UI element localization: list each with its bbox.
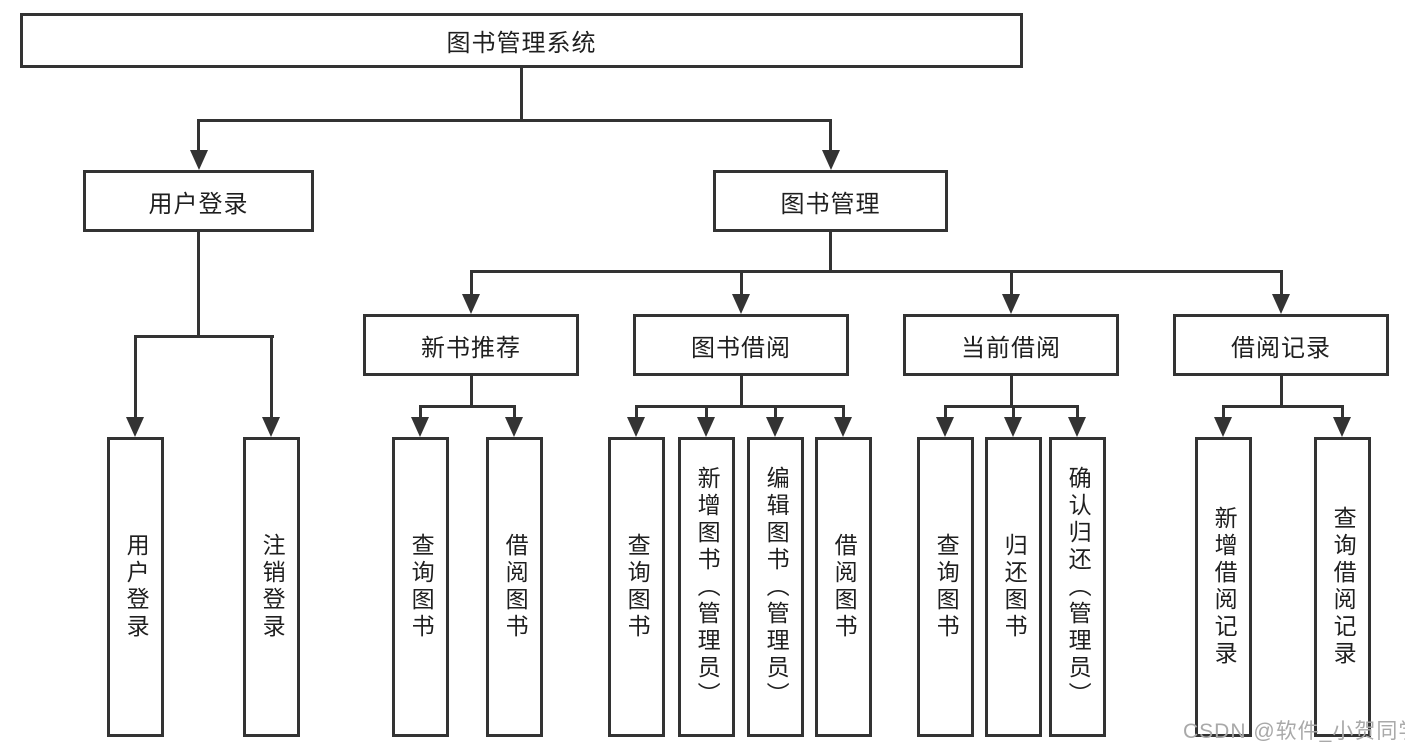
node-label: 图书借阅 bbox=[691, 334, 791, 362]
connector-line bbox=[134, 335, 274, 338]
arrow-down-icon bbox=[627, 417, 645, 437]
leaf-borrow-books: 借阅图书 bbox=[815, 437, 872, 737]
node-label: 新书推荐 bbox=[421, 334, 521, 362]
arrow-down-icon bbox=[697, 417, 715, 437]
leaf-return-books: 归还图书 bbox=[985, 437, 1042, 737]
connector-line bbox=[1010, 376, 1013, 408]
leaf-label: 借阅图书 bbox=[502, 533, 529, 641]
node-current-borrow: 当前借阅 bbox=[903, 314, 1119, 376]
node-root-label: 图书管理系统 bbox=[446, 30, 597, 57]
connector-line bbox=[197, 119, 832, 122]
connector-line bbox=[829, 232, 832, 273]
leaf-label: 用户登录 bbox=[123, 533, 150, 641]
arrow-down-icon bbox=[1068, 417, 1086, 437]
leaf-label: 新增图书（管理员） bbox=[694, 465, 721, 709]
connector-line bbox=[740, 270, 743, 296]
node-label: 图书管理 bbox=[780, 190, 881, 218]
arrow-down-icon bbox=[1002, 294, 1020, 314]
leaf-user-login: 用户登录 bbox=[107, 437, 164, 737]
leaf-label: 归还图书 bbox=[1001, 533, 1028, 641]
arrow-down-icon bbox=[1214, 417, 1232, 437]
leaf-label: 查询图书 bbox=[933, 533, 960, 641]
connector-line bbox=[635, 405, 638, 421]
leaf-query-borrow-record: 查询借阅记录 bbox=[1314, 437, 1371, 737]
connector-line bbox=[520, 68, 523, 122]
connector-line bbox=[419, 405, 516, 408]
node-borrow-records: 借阅记录 bbox=[1173, 314, 1389, 376]
connector-line bbox=[270, 335, 273, 421]
arrow-down-icon bbox=[834, 417, 852, 437]
connector-line bbox=[1222, 405, 1344, 408]
arrow-down-icon bbox=[462, 294, 480, 314]
arrow-down-icon bbox=[766, 417, 784, 437]
node-book-management: 图书管理 bbox=[713, 170, 948, 232]
leaf-label: 查询图书 bbox=[408, 533, 435, 641]
node-label: 用户登录 bbox=[148, 190, 249, 218]
arrow-down-icon bbox=[1004, 417, 1022, 437]
leaf-label: 查询图书 bbox=[624, 533, 651, 641]
connector-line bbox=[944, 405, 947, 421]
arrow-down-icon bbox=[1272, 294, 1290, 314]
arrow-down-icon bbox=[262, 417, 280, 437]
node-new-book-recommend: 新书推荐 bbox=[363, 314, 579, 376]
connector-line bbox=[1012, 405, 1015, 421]
leaf-confirm-return-admin: 确认归还（管理员） bbox=[1049, 437, 1106, 737]
node-root: 图书管理系统 bbox=[20, 13, 1023, 68]
leaf-label: 注销登录 bbox=[259, 533, 286, 641]
connector-line bbox=[842, 405, 845, 421]
leaf-query-books-current: 查询图书 bbox=[917, 437, 974, 737]
connector-line bbox=[513, 405, 516, 421]
connector-line bbox=[829, 119, 832, 155]
connector-line bbox=[1222, 405, 1225, 421]
connector-line bbox=[705, 405, 708, 421]
leaf-label: 查询借阅记录 bbox=[1330, 506, 1357, 668]
connector-line bbox=[470, 376, 473, 408]
connector-line bbox=[1010, 270, 1013, 296]
node-book-borrow: 图书借阅 bbox=[633, 314, 849, 376]
arrow-down-icon bbox=[126, 417, 144, 437]
leaf-add-books-admin: 新增图书（管理员） bbox=[678, 437, 735, 737]
connector-line bbox=[197, 232, 200, 338]
arrow-down-icon bbox=[1333, 417, 1351, 437]
node-user-login: 用户登录 bbox=[83, 170, 314, 232]
leaf-add-borrow-record: 新增借阅记录 bbox=[1195, 437, 1252, 737]
connector-line bbox=[944, 405, 1079, 408]
connector-line bbox=[470, 270, 473, 296]
leaf-query-books-recommend: 查询图书 bbox=[392, 437, 449, 737]
leaf-label: 编辑图书（管理员） bbox=[763, 465, 790, 709]
leaf-query-books-borrow: 查询图书 bbox=[608, 437, 665, 737]
connector-line bbox=[1076, 405, 1079, 421]
connector-line bbox=[197, 119, 200, 155]
node-label: 借阅记录 bbox=[1231, 334, 1331, 362]
connector-line bbox=[470, 270, 1283, 273]
connector-line bbox=[774, 405, 777, 421]
arrow-down-icon bbox=[732, 294, 750, 314]
connector-line bbox=[1280, 270, 1283, 296]
arrow-down-icon bbox=[411, 417, 429, 437]
connector-line bbox=[635, 405, 845, 408]
connector-line bbox=[1280, 376, 1283, 408]
connector-line bbox=[740, 376, 743, 408]
leaf-edit-books-admin: 编辑图书（管理员） bbox=[747, 437, 804, 737]
node-label: 当前借阅 bbox=[961, 334, 1061, 362]
leaf-label: 新增借阅记录 bbox=[1211, 506, 1238, 668]
leaf-logout: 注销登录 bbox=[243, 437, 300, 737]
leaf-borrow-books-recommend: 借阅图书 bbox=[486, 437, 543, 737]
arrow-down-icon bbox=[190, 150, 208, 170]
arrow-down-icon bbox=[505, 417, 523, 437]
connector-line bbox=[134, 335, 137, 421]
leaf-label: 确认归还（管理员） bbox=[1065, 465, 1092, 709]
connector-line bbox=[1341, 405, 1344, 421]
csdn-watermark: CSDN @软件_小贺同学 bbox=[1183, 720, 1405, 743]
connector-line bbox=[419, 405, 422, 421]
leaf-label: 借阅图书 bbox=[831, 533, 858, 641]
arrow-down-icon bbox=[936, 417, 954, 437]
arrow-down-icon bbox=[822, 150, 840, 170]
